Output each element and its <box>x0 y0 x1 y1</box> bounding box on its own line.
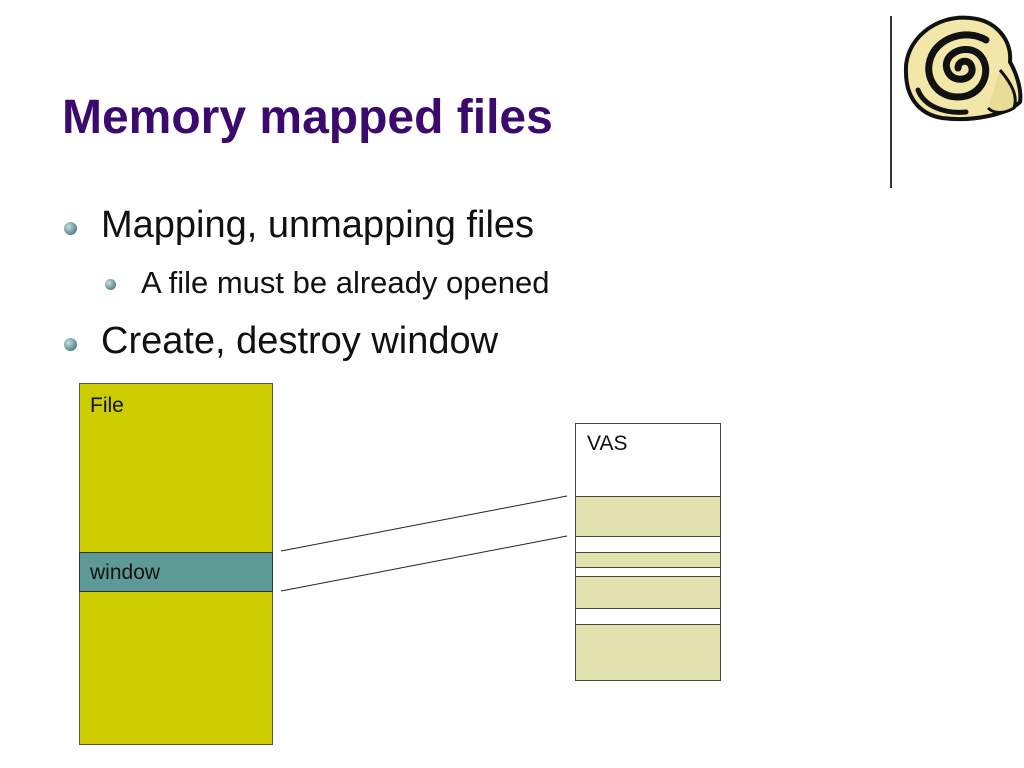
file-label: File <box>90 394 124 417</box>
bullet-mapping-files: Mapping, unmapping files <box>64 204 535 247</box>
vas-mapped-region <box>576 552 720 568</box>
bullet-dot <box>64 338 77 351</box>
bullet-text: Create, destroy window <box>101 320 499 362</box>
snail-shell-icon <box>903 15 1023 122</box>
bullet-text: A file must be already opened <box>141 265 550 300</box>
vas-mapped-region <box>576 496 720 537</box>
vas-block: VAS <box>575 423 721 681</box>
mapping-line-bottom <box>280 535 568 592</box>
mapping-line-top <box>280 495 568 552</box>
window-label: window <box>90 561 161 584</box>
file-block: File window <box>79 383 273 745</box>
bullet-text: Mapping, unmapping files <box>101 204 535 246</box>
title-divider <box>890 16 892 188</box>
vas-label: VAS <box>587 432 628 455</box>
vas-mapped-region <box>576 624 720 681</box>
bullet-create-window: Create, destroy window <box>64 320 499 363</box>
sub-bullet-file-opened: A file must be already opened <box>105 265 550 301</box>
bullet-dot <box>105 279 116 290</box>
bullet-dot <box>64 222 77 235</box>
vas-mapped-region <box>576 576 720 609</box>
window-block: window <box>79 552 273 592</box>
slide-title: Memory mapped files <box>62 91 553 144</box>
